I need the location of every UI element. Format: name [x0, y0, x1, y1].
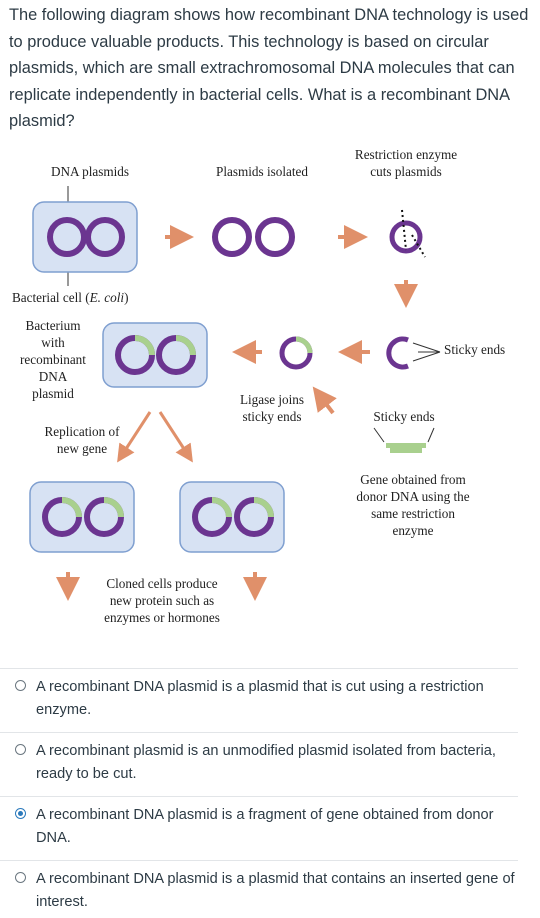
answer-label: A recombinant DNA plasmid is a plasmid t…: [36, 679, 484, 718]
divider: [0, 860, 518, 861]
gene-fragment: [386, 443, 426, 448]
radio-button-selected[interactable]: [15, 808, 26, 819]
label-new-gene: new gene: [57, 441, 107, 456]
arrow-icon: [312, 386, 337, 415]
label-cloned-cells: Cloned cells produce: [106, 576, 217, 591]
answer-option-4[interactable]: A recombinant DNA plasmid is a plasmid t…: [15, 868, 520, 913]
label-plasmid: plasmid: [32, 386, 74, 401]
label-same-restriction: same restriction: [371, 506, 455, 521]
label-enzymes-hormones: enzymes or hormones: [104, 610, 220, 625]
label-sticky-ends-top: Sticky ends: [444, 342, 505, 357]
plasmid-icon: [85, 217, 125, 257]
label-ligase-joins: Ligase joins: [240, 392, 304, 407]
arrow-icon: [117, 411, 152, 463]
label-bacterium: Bacterium: [26, 318, 82, 333]
label-cuts-plasmids: cuts plasmids: [370, 164, 441, 179]
arrow-icon: [158, 411, 193, 463]
label-new-protein: new protein such as: [110, 593, 214, 608]
plasmid-icon: [212, 217, 252, 257]
answer-label: A recombinant DNA plasmid is a plasmid t…: [36, 871, 515, 910]
answer-option-1[interactable]: A recombinant DNA plasmid is a plasmid t…: [15, 676, 520, 721]
divider: [0, 668, 518, 669]
radio-button[interactable]: [15, 872, 26, 883]
label-recombinant: recombinant: [20, 352, 86, 367]
plasmid-icon: [47, 217, 87, 257]
label-sticky-ends-ligase: sticky ends: [243, 409, 302, 424]
label-bacterial-cell: Bacterial cell (E. coli): [12, 290, 128, 305]
label-sticky-ends-bottom: Sticky ends: [373, 409, 434, 424]
answer-option-3[interactable]: A recombinant DNA plasmid is a fragment …: [15, 804, 520, 849]
label-enzyme: enzyme: [392, 523, 433, 538]
label-gene-obtained: Gene obtained from: [360, 472, 466, 487]
label-dna: DNA: [39, 369, 68, 384]
divider: [0, 732, 518, 733]
question-text: The following diagram shows how recombin…: [9, 6, 529, 130]
recombinant-dna-diagram: DNA plasmids Plasmids isolated Restricti…: [12, 147, 505, 625]
label-with: with: [41, 335, 65, 350]
plasmid-icon: [389, 220, 423, 254]
label-dna-plasmids: DNA plasmids: [51, 164, 129, 179]
label-donor-dna: donor DNA using the: [356, 489, 469, 504]
radio-button[interactable]: [15, 744, 26, 755]
label-restriction-enzyme: Restriction enzyme: [355, 147, 457, 162]
label-replication: Replication of: [44, 424, 120, 439]
answer-label: A recombinant plasmid is an unmodified p…: [36, 743, 496, 782]
radio-button[interactable]: [15, 680, 26, 691]
answer-option-2[interactable]: A recombinant plasmid is an unmodified p…: [15, 740, 520, 785]
label-plasmids-isolated: Plasmids isolated: [216, 164, 308, 179]
divider: [0, 796, 518, 797]
answer-label: A recombinant DNA plasmid is a fragment …: [36, 807, 494, 846]
plasmid-icon: [255, 217, 295, 257]
